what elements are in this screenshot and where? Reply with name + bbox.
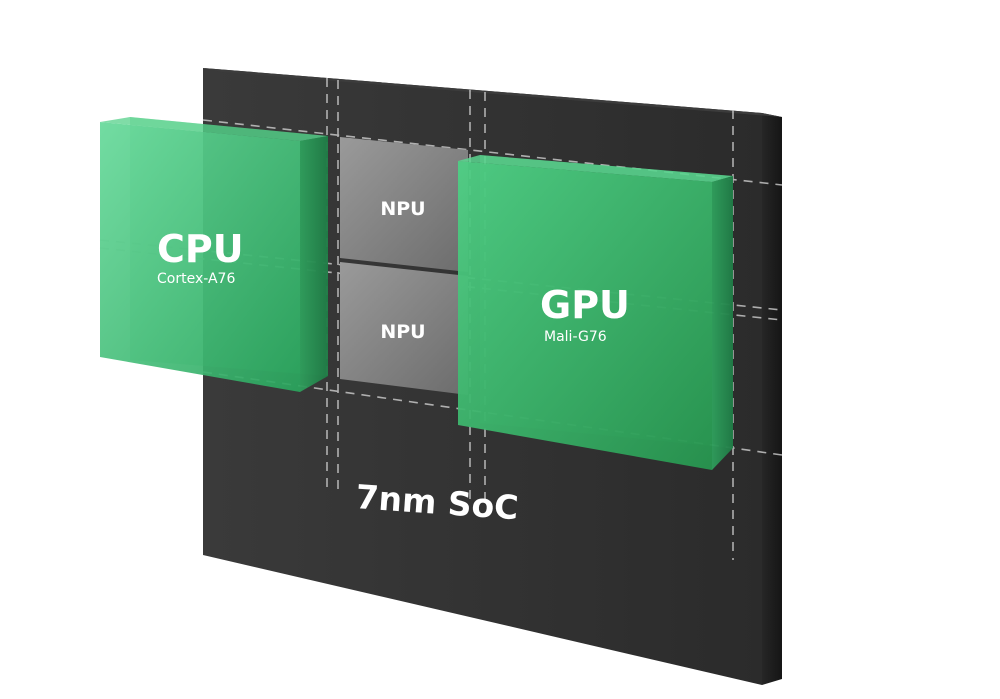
board-right-edge (762, 113, 782, 685)
gpu-front-face (458, 161, 712, 470)
npu-block: NPU NPU (340, 137, 468, 395)
npu-tile-1 (340, 137, 468, 272)
cpu-front-face (100, 122, 300, 392)
gpu-subtitle: Mali-G76 (544, 329, 607, 345)
gpu-top-face (458, 155, 733, 182)
gpu-side-face (712, 176, 733, 470)
cpu-block: CPU Cortex-A76 (100, 117, 328, 392)
gpu-block: GPU Mali-G76 (458, 155, 733, 470)
npu-label-2: NPU (380, 321, 425, 343)
npu-tile-2 (340, 262, 468, 395)
gpu-title: GPU (540, 283, 630, 327)
board-top-edge (203, 68, 782, 117)
cpu-title: CPU (157, 227, 244, 271)
cpu-top-face (100, 117, 328, 141)
cpu-subtitle: Cortex-A76 (157, 271, 235, 287)
cpu-side-face (300, 136, 328, 392)
npu-label-1: NPU (380, 198, 425, 220)
